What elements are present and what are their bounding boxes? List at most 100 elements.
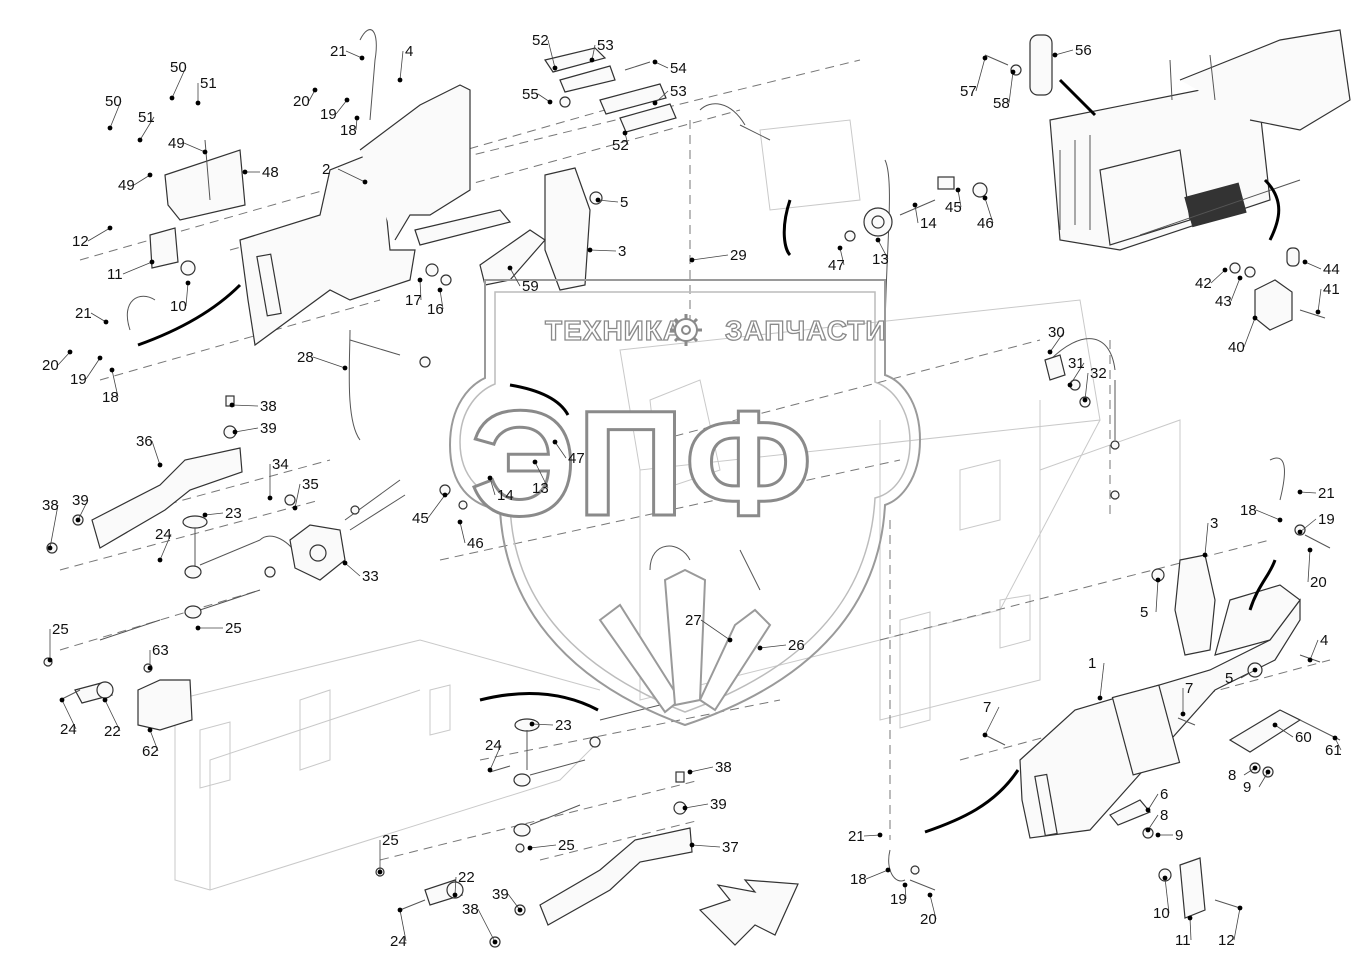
callout-27: 27 <box>685 612 733 643</box>
callout-dot <box>682 805 688 811</box>
callout-24c: 24 <box>485 737 502 773</box>
callout-number: 29 <box>730 247 747 264</box>
callout-dot <box>532 459 538 465</box>
gear-icon <box>670 314 702 346</box>
callout-dot <box>982 732 988 738</box>
callout-number: 40 <box>1228 339 1245 356</box>
bracket-48 <box>164 149 246 221</box>
callout-dot <box>109 367 115 373</box>
callout-leader <box>489 744 502 771</box>
callout-number: 4 <box>405 43 413 60</box>
background-frame <box>174 119 1181 891</box>
callout-leader <box>684 803 709 809</box>
callout-dot <box>195 625 201 631</box>
callout-38a: 38 <box>229 398 277 415</box>
callout-number: 43 <box>1215 293 1232 310</box>
callout-dot <box>757 645 763 651</box>
callout-leader <box>914 204 919 224</box>
callout-dot <box>202 149 208 155</box>
callout-49b: 49 <box>118 172 153 194</box>
callout-number: 23 <box>555 717 572 734</box>
callout-dot <box>1297 489 1303 495</box>
callout-23a: 23 <box>202 505 242 522</box>
callout-dot <box>1332 735 1338 741</box>
callout-number: 21 <box>330 43 347 60</box>
callout-dot <box>492 939 498 945</box>
callout-55: 55 <box>522 86 553 105</box>
callout-dot <box>342 365 348 371</box>
callout-number: 31 <box>1068 355 1085 372</box>
callout-number: 8 <box>1228 767 1236 784</box>
callout-number: 4 <box>1320 632 1328 649</box>
callout-49a: 49 <box>168 135 208 155</box>
rail <box>414 209 512 246</box>
callout-number: 7 <box>1185 680 1193 697</box>
callout-leader <box>984 706 1000 736</box>
callout-11b: 11 <box>1175 915 1193 949</box>
callout-leader <box>104 699 121 732</box>
callout-leader <box>537 93 551 103</box>
callout-number: 46 <box>467 535 484 552</box>
callout-47a: 47 <box>828 245 845 274</box>
callout-leader <box>591 44 596 61</box>
watermark-logo: ТЕХНИКА ЗАПЧАСТИ ЭПФ <box>448 279 922 727</box>
callout-dot <box>457 519 463 525</box>
callout-47b: 47 <box>552 439 585 467</box>
callout-number: 39 <box>72 492 89 509</box>
callout-51b: 51 <box>137 109 155 143</box>
callout-leader <box>1155 579 1159 613</box>
callout-number: 3 <box>1210 515 1218 532</box>
callout-number: 14 <box>920 215 937 232</box>
callout-leader <box>49 504 59 549</box>
callout-dot <box>344 97 350 103</box>
latch-group <box>544 47 677 133</box>
indicator-arcs <box>137 78 1281 834</box>
callout-43: 43 <box>1215 275 1243 310</box>
callout-number: 10 <box>1153 905 1170 922</box>
callout-leader <box>547 39 556 69</box>
callout-leader <box>77 499 89 521</box>
callout-dot <box>1302 259 1308 265</box>
callout-63: 63 <box>147 642 169 671</box>
bottom-right-group <box>888 849 1241 919</box>
watermark-line1-right: ЗАПЧАСТИ <box>725 315 886 346</box>
callout-54: 54 <box>652 59 687 77</box>
callout-number: 18 <box>1240 502 1257 519</box>
callout-6: 6 <box>1145 786 1168 813</box>
callout-60: 60 <box>1272 722 1312 746</box>
callout-number: 38 <box>462 901 479 918</box>
top-left-group <box>149 84 603 347</box>
callout-dot <box>885 867 891 873</box>
callout-number: 6 <box>1160 786 1168 803</box>
callout-leader <box>929 894 937 920</box>
callout-number: 19 <box>890 891 907 908</box>
callout-dot <box>687 769 693 775</box>
callout-number: 27 <box>685 612 702 629</box>
callout-dot <box>1252 765 1258 771</box>
callout-number: 45 <box>412 510 429 527</box>
callout-21d: 21 <box>848 828 883 845</box>
callout-number: 59 <box>522 278 539 295</box>
callout-number: 26 <box>788 637 805 654</box>
callout-leader <box>109 100 122 129</box>
callout-leader <box>399 909 407 942</box>
callout-number: 38 <box>42 497 59 514</box>
callout-22a: 22 <box>102 697 121 740</box>
callout-20a: 20 <box>293 87 318 110</box>
callout-37: 37 <box>689 839 739 856</box>
callout-dot <box>1315 309 1321 315</box>
watermark-big-text: ЭПФ <box>470 379 813 547</box>
callout-dot <box>727 637 733 643</box>
callout-number: 50 <box>170 59 187 76</box>
callout-dot <box>1145 807 1151 813</box>
callout-51a: 51 <box>195 75 217 106</box>
callout-number: 24 <box>390 933 407 950</box>
callout-number: 60 <box>1295 729 1312 746</box>
callout-leader <box>507 893 521 911</box>
callout-number: 52 <box>532 32 549 49</box>
callout-leader <box>1099 662 1105 699</box>
callout-dot <box>75 517 81 523</box>
callout-28: 28 <box>297 349 348 371</box>
callout-dot <box>1297 529 1303 535</box>
callout-3a: 3 <box>587 243 626 260</box>
